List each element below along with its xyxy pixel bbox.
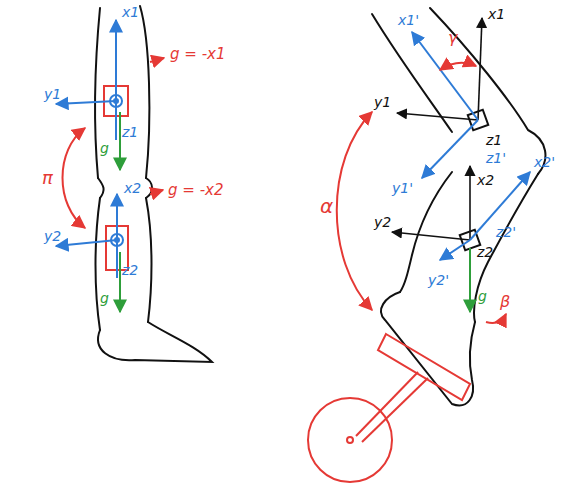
leg-outline <box>381 292 475 405</box>
annotation-arrow <box>63 58 165 228</box>
leg-outline <box>146 198 152 322</box>
frame-axis <box>422 120 478 178</box>
axis-label: z1 <box>122 124 138 140</box>
axis-label: x1 <box>488 6 505 22</box>
leg-outline <box>98 322 212 362</box>
axis-label: g <box>478 288 487 304</box>
axis-label: y1' <box>392 180 413 196</box>
leg-outline <box>474 174 538 322</box>
frame-axis <box>115 20 117 101</box>
axis-label: π <box>42 170 53 186</box>
axis-label: z2' <box>496 224 516 240</box>
world-axis <box>469 166 471 240</box>
axis-label: z1' <box>486 150 506 166</box>
leg-outline <box>95 8 100 178</box>
actuator <box>347 437 353 443</box>
axis-label: g = -x1 <box>170 46 225 62</box>
frame-axis <box>116 194 118 240</box>
axis-label: x2 <box>477 172 494 188</box>
gravity-arrow <box>469 248 471 312</box>
axis-label: z2 <box>122 262 138 278</box>
axis-label: z2 <box>477 244 493 260</box>
axis-label: g <box>100 140 109 156</box>
world-axis <box>478 18 482 120</box>
gravity-arrow <box>469 248 471 312</box>
frame-axis <box>470 172 530 240</box>
leg-outline <box>372 8 545 405</box>
gravity-arrow <box>119 252 121 312</box>
annotation-arrow <box>150 190 163 194</box>
axis-label: z1 <box>486 132 502 148</box>
leg-outline <box>146 178 152 198</box>
joint-axis <box>110 95 123 246</box>
angle-arc <box>337 63 506 323</box>
axis-label: y2 <box>44 228 61 244</box>
actuator <box>362 378 428 442</box>
leg-outline <box>430 8 545 174</box>
angle-arc <box>486 314 506 323</box>
frame-axis <box>412 32 530 260</box>
world-axis <box>397 113 478 120</box>
angle-arc <box>337 112 372 310</box>
axis-label: γ <box>448 30 457 46</box>
frame-axis <box>115 101 117 140</box>
actuator <box>308 334 470 482</box>
axis-label: x2 <box>124 180 141 196</box>
annotation-arrow <box>63 128 86 228</box>
axis-label: x1 <box>122 4 139 20</box>
gravity-arrow <box>119 112 121 312</box>
frame-axis <box>412 32 478 120</box>
axis-label: x1' <box>398 12 419 28</box>
angle-arc <box>440 63 476 70</box>
actuator <box>356 372 418 436</box>
frame-axis <box>56 240 117 246</box>
leg-outline <box>140 6 149 178</box>
leg-outline <box>98 178 104 198</box>
axis-label: y1 <box>374 94 391 110</box>
gravity-arrow <box>119 112 121 170</box>
actuator <box>308 398 392 482</box>
frame-axis <box>56 20 117 278</box>
world-axis <box>392 18 482 240</box>
actuator <box>378 334 470 400</box>
axis-label: g <box>100 290 109 306</box>
axis-label: g = -x2 <box>168 182 223 198</box>
frame-axis <box>56 101 116 104</box>
axis-label: y2' <box>428 272 449 288</box>
frame-axis <box>440 240 470 260</box>
world-axis <box>392 232 470 240</box>
annotation-arrow <box>150 58 164 62</box>
axis-label: α <box>320 198 333 214</box>
axis-label: x2' <box>534 154 555 170</box>
leg-outline <box>96 198 101 330</box>
axis-label: y2 <box>374 214 391 230</box>
axis-label: y1 <box>44 86 61 102</box>
frame-axis <box>116 240 118 278</box>
axis-label: β <box>500 294 510 310</box>
